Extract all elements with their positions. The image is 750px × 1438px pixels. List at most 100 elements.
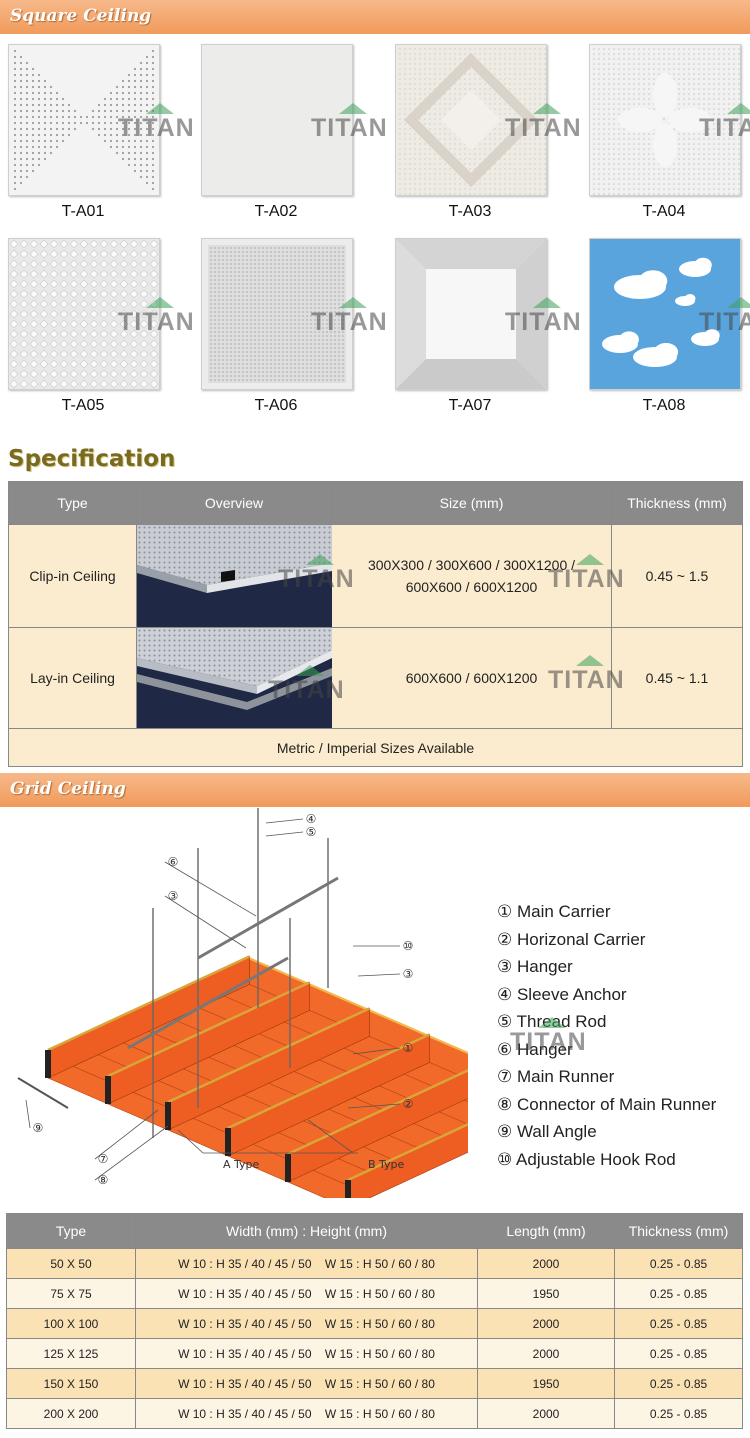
grid-type: 125 X 125 <box>6 1338 136 1369</box>
ceiling-tile-image <box>201 44 353 196</box>
tile-code-label: T-A08 <box>642 397 686 414</box>
legend-item: ③ Hanger <box>497 957 573 976</box>
spec-title: Specification <box>8 446 176 472</box>
ceiling-tile-image <box>201 238 353 390</box>
callout-leader <box>164 895 247 949</box>
clip-in-panel-photo <box>136 524 332 628</box>
callout-leader <box>94 1125 169 1181</box>
callout-number: ⑩ <box>403 939 414 953</box>
tile-code-label: T-A03 <box>448 203 492 220</box>
grid-width-height: W 10 : H 35 / 40 / 45 / 50 W 15 : H 50 /… <box>135 1308 478 1339</box>
grid-type: 50 X 50 <box>6 1248 136 1279</box>
callout-number: ③ <box>403 967 414 981</box>
spec-row: Clip-in Ceiling 300X300 / 300X600 / 300X… <box>8 524 743 628</box>
callout-number: ⑥ <box>168 855 179 869</box>
grid-header-type: Type <box>6 1213 136 1249</box>
tile-code-label: T-A01 <box>61 203 105 220</box>
callout-number: ③ <box>168 889 179 903</box>
spec-header-row: Type Overview Size (mm) Thickness (mm) <box>8 481 743 525</box>
ceiling-tile-image <box>589 238 741 390</box>
tile-code-label: T-A04 <box>642 203 686 220</box>
callout-leader <box>307 1119 354 1154</box>
spec-type: Clip-in Ceiling <box>8 524 137 628</box>
callout-leader <box>177 1129 204 1154</box>
spec-footer-row: Metric / Imperial Sizes Available <box>8 728 743 767</box>
cross-beam-top <box>227 1033 431 1130</box>
callout-number: ⑨ <box>33 1121 44 1135</box>
grid-length: 2000 <box>477 1338 615 1369</box>
beam-end-cap <box>225 1128 231 1156</box>
legend-item: ⑥ Hanger <box>497 1039 573 1059</box>
ceiling-tile-image <box>395 44 547 196</box>
beam-end-cap <box>165 1102 171 1130</box>
callout-number: ① <box>403 1041 414 1055</box>
callout-leader <box>265 831 304 837</box>
grid-header-length: Length (mm) <box>477 1213 615 1249</box>
callout-number: ⑦ <box>98 1152 109 1166</box>
grid-length: 1950 <box>477 1278 615 1309</box>
spec-header-overview: Overview <box>136 481 332 525</box>
spec-header-size: Size (mm) <box>331 481 612 525</box>
grid-header-thickness: Thickness (mm) <box>614 1213 743 1249</box>
cross-beam-top <box>347 1122 468 1182</box>
spec-size: 600X600 / 600X1200 <box>331 627 612 729</box>
callout-number: ② <box>403 1097 414 1111</box>
legend-item: ⑤ Thread Rod <box>497 1012 607 1031</box>
spec-table: Type Overview Size (mm) Thickness (mm) C… <box>8 481 743 767</box>
callout-number: ⑤ <box>306 825 317 839</box>
section-title-square: Square Ceiling <box>10 6 152 26</box>
spec-header-thickness: Thickness (mm) <box>611 481 743 525</box>
cross-beam-top <box>107 981 311 1078</box>
legend-item: ⑦ Main Runner <box>497 1067 615 1086</box>
spec-footer: Metric / Imperial Sizes Available <box>8 728 743 767</box>
grid-thickness: 0.25 - 0.85 <box>614 1398 743 1429</box>
cross-beam-top <box>167 1007 371 1104</box>
grid-length: 2000 <box>477 1308 615 1339</box>
tile-code-label: T-A02 <box>254 203 298 220</box>
grid-length: 2000 <box>477 1398 615 1429</box>
grid-header-width-height: Width (mm) : Height (mm) <box>135 1213 478 1249</box>
callout-leader <box>352 1047 401 1055</box>
beam-end-cap <box>45 1050 51 1078</box>
callout-leader <box>265 818 304 824</box>
spec-type: Lay-in Ceiling <box>8 627 137 729</box>
main-carrier <box>197 876 339 960</box>
grid-width-height: W 10 : H 35 / 40 / 45 / 50 W 15 : H 50 /… <box>135 1368 478 1399</box>
grid-thickness: 0.25 - 0.85 <box>614 1368 743 1399</box>
grid-width-height: W 10 : H 35 / 40 / 45 / 50 W 15 : H 50 /… <box>135 1338 478 1369</box>
grid-length: 2000 <box>477 1248 615 1279</box>
grid-length: 1950 <box>477 1368 615 1399</box>
grid-thickness: 0.25 - 0.85 <box>614 1248 743 1279</box>
grid-beam-top <box>249 957 468 1055</box>
wall-angle <box>17 1077 69 1109</box>
ceiling-tile-image <box>589 44 741 196</box>
spec-row: Lay-in Ceiling 600X600 / 600X1200 0.45 ~… <box>8 627 743 729</box>
legend-item: ② Horizonal Carrier <box>497 929 646 949</box>
callout-leader <box>25 1099 31 1129</box>
grid-width-height: W 10 : H 35 / 40 / 45 / 50 W 15 : H 50 /… <box>135 1398 478 1429</box>
grid-type: 100 X 100 <box>6 1308 136 1339</box>
cross-beam-top <box>47 955 251 1052</box>
type-b-label: B Type <box>368 1158 405 1171</box>
callout-leader <box>94 1109 159 1160</box>
spec-thickness: 0.45 ~ 1.5 <box>611 524 743 628</box>
legend-item: ① Main Carrier <box>497 902 611 921</box>
legend-item: ⑨ Wall Angle <box>497 1122 597 1141</box>
tile-code-label: T-A05 <box>61 397 105 414</box>
grid-type: 75 X 75 <box>6 1278 136 1309</box>
legend-item: ④ Sleeve Anchor <box>497 984 627 1004</box>
spec-size: 300X300 / 300X600 / 300X1200 / 600X600 /… <box>331 524 612 628</box>
beam-end-cap <box>105 1076 111 1104</box>
callout-leader <box>357 973 401 977</box>
grid-thickness: 0.25 - 0.85 <box>614 1308 743 1339</box>
beam-end-cap <box>345 1180 351 1198</box>
cross-beam-top <box>287 1069 468 1156</box>
legend-item: ⑧ Connector of Main Runner <box>497 1094 717 1114</box>
grid-width-height: W 10 : H 35 / 40 / 45 / 50 W 15 : H 50 /… <box>135 1248 478 1279</box>
